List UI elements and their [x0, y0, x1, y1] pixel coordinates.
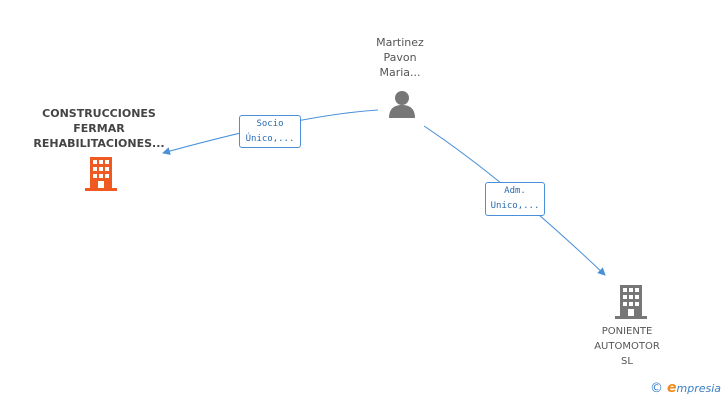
company-main-line-1: CONSTRUCCIONES: [42, 107, 156, 120]
building-icon[interactable]: [85, 157, 117, 191]
company-main-label[interactable]: CONSTRUCCIONES FERMAR REHABILITACIONES..…: [22, 106, 176, 151]
person-node-label[interactable]: Martinez Pavon Maria...: [358, 35, 442, 80]
brand-e: e: [667, 380, 677, 396]
company-main-line-2: FERMAR: [73, 122, 125, 135]
brand-logo: © empresia: [650, 380, 721, 396]
person-icon[interactable]: [387, 90, 417, 118]
edge-label-line-1: Socio: [256, 119, 284, 129]
edge-label-adm[interactable]: Adm. Unico,...: [485, 182, 545, 216]
company-sub-label[interactable]: PONIENTE AUTOMOTOR SL: [584, 324, 670, 369]
edge-label-line-1: Adm.: [504, 186, 526, 196]
building-icon[interactable]: [615, 285, 647, 319]
company-sub-line-1: PONIENTE: [601, 326, 653, 337]
edge-label-line-2: Unico,...: [490, 201, 540, 211]
brand-text: mpresia: [676, 382, 722, 395]
person-name-line-1: Martinez: [376, 36, 424, 49]
edge-label-socio[interactable]: Socio Único,...: [239, 115, 301, 148]
person-name-line-2: Pavon: [383, 51, 417, 64]
company-sub-line-2: AUTOMOTOR: [594, 341, 660, 352]
edge-label-line-2: Único,...: [245, 134, 295, 144]
copyright-icon: ©: [650, 381, 663, 396]
person-name-line-3: Maria...: [379, 66, 421, 79]
company-sub-line-3: SL: [621, 356, 633, 367]
company-main-line-3: REHABILITACIONES...: [33, 137, 165, 150]
